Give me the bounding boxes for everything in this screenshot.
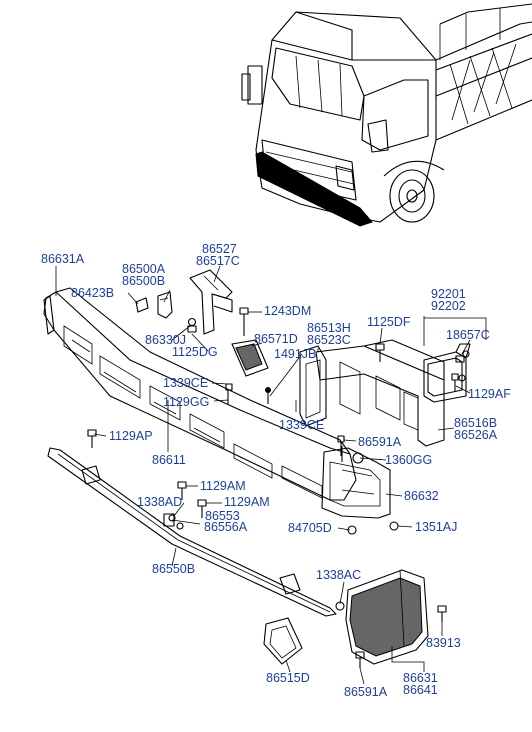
label-86641: 86641 [403,683,438,697]
label-1339CE-b: 1339CE [279,418,325,432]
label-1129AF: 1129AF [468,387,511,401]
label-92201: 92201 [431,287,466,301]
label-1125DG: 1125DG [172,345,218,359]
label-86500A: 86500A [122,262,166,276]
label-86517C: 86517C [196,254,240,268]
label-1338AD: 1338AD [137,495,183,509]
label-92202: 92202 [431,299,466,313]
bracket-86527 [189,269,233,335]
label-1125DF: 1125DF [367,315,411,329]
bumper-beam-86611 [43,287,357,501]
step-plate-86571D [231,339,271,404]
label-84705D: 84705D [288,521,332,535]
label-86631A-top: 86631A [41,252,85,266]
label-83913: 83913 [426,636,461,650]
clip-86500 [135,291,173,319]
label-86526A: 86526A [454,428,498,442]
label-86523C: 86523C [307,333,351,347]
label-1129GG: 1129GG [163,395,210,409]
label-86556A: 86556A [204,520,248,534]
leader-lines [55,265,487,685]
bolt-1243DM [239,307,249,336]
lower-strip-86550B [47,447,337,617]
label-1129AM-b: 1129AM [224,495,270,509]
label-86571D: 86571D [254,332,298,346]
label-86591A-a: 86591A [358,435,402,449]
corner-piece-86632 [321,446,399,535]
label-1129AM-a: 1129AM [200,479,246,493]
label-86423B: 86423B [71,286,115,300]
label-86553: 86553 [205,509,240,523]
label-1491JB: 1491JB [274,347,317,361]
label-1129AP: 1129AP [109,429,153,443]
label-1243DM: 1243DM [264,304,312,318]
label-86527: 86527 [202,242,237,256]
label-86330J: 86330J [145,333,187,347]
bezel-86515D [263,617,303,665]
label-86631: 86631 [403,671,438,685]
nut-86330J [187,317,197,333]
label-1338AC: 1338AC [316,568,362,582]
label-86591A-b: 86591A [344,685,388,699]
label-18657C: 18657C [446,328,490,342]
bracket-86513H [299,345,327,427]
label-86500B: 86500B [122,274,166,288]
label-1360GG: 1360GG [385,453,433,467]
label-86611: 86611 [152,453,186,467]
label-86515D: 86515D [266,671,310,685]
label-86513H: 86513H [307,321,351,335]
truck-illustration [241,3,532,227]
label-86550B: 86550B [152,562,196,576]
end-cap-86631 [335,569,447,668]
frame-bracket-86516B [315,339,445,447]
label-86516B: 86516B [454,416,498,430]
label-86632: 86632 [404,489,439,503]
label-1351AJ: 1351AJ [415,520,458,534]
label-1339CE-a: 1339CE [163,376,209,390]
